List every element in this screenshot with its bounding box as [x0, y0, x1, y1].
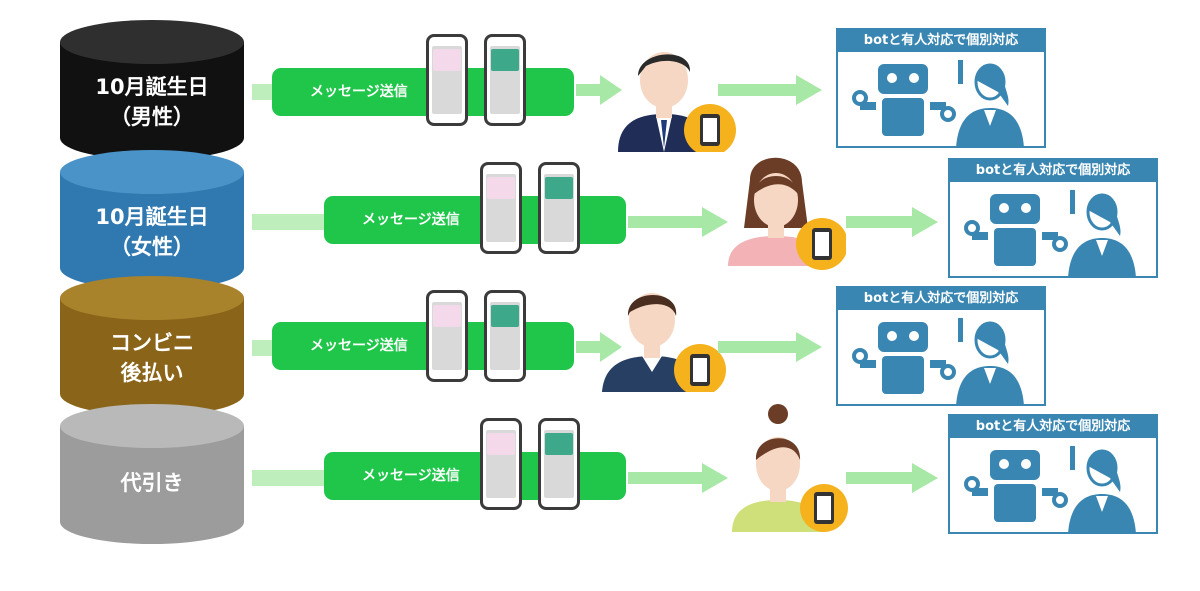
support-panel-title: botと有人対応で個別対応 — [838, 288, 1044, 310]
support-panel-title: botと有人対応で個別対応 — [838, 30, 1044, 52]
person-icon — [732, 404, 848, 532]
person-icon — [618, 52, 736, 152]
send-message-bar: メッセージ送信 — [272, 322, 574, 370]
arrow-icon — [718, 332, 822, 362]
person-icon — [728, 157, 846, 270]
arrow-icon — [846, 463, 938, 493]
arrow-icon — [628, 207, 728, 237]
flow-bar — [252, 470, 336, 486]
segment-label: 10月誕生日 （男性） — [95, 75, 209, 129]
support-panel: botと有人対応で個別対応 — [948, 414, 1158, 534]
arrow-icon — [576, 75, 622, 105]
phone-icon — [480, 418, 522, 510]
segment-row-3: コンビニ 後払い メッセージ送信 botと有人対応で個別対応 — [0, 276, 1200, 416]
send-message-label: メッセージ送信 — [310, 338, 408, 354]
segment-row-1: 10月誕生日 （男性） メッセージ送信 botと有人対応で個別対応 — [0, 20, 1200, 160]
segment-cylinder-1: 10月誕生日 （男性） — [60, 20, 244, 160]
send-message-bar: メッセージ送信 — [324, 452, 626, 500]
cylinder-shape — [60, 404, 244, 544]
segment-label: 10月誕生日 （女性） — [95, 205, 209, 259]
send-message-bar: メッセージ送信 — [324, 196, 626, 244]
segment-cylinder-2: 10月誕生日 （女性） — [60, 150, 244, 290]
operator-icon — [1068, 446, 1136, 534]
support-panel: botと有人対応で個別対応 — [948, 158, 1158, 278]
arrow-icon — [846, 207, 938, 237]
segment-row-2: 10月誕生日 （女性） メッセージ送信 botと有人対応で個別対応 — [0, 150, 1200, 290]
support-panel-title: botと有人対応で個別対応 — [950, 416, 1156, 438]
phone-icon — [480, 162, 522, 254]
person-icon — [602, 293, 726, 392]
phone-icon — [538, 418, 580, 510]
arrow-icon — [718, 75, 822, 105]
arrow-icon — [576, 332, 622, 362]
phone-icon — [426, 34, 468, 126]
segment-row-4: 代引き メッセージ送信 botと有人対応で個別対応 — [0, 404, 1200, 544]
phone-icon — [426, 290, 468, 382]
robot-icon — [964, 450, 1068, 522]
robot-operator-illustration — [964, 190, 1136, 278]
support-panel: botと有人対応で個別対応 — [836, 286, 1046, 406]
robot-operator-illustration — [852, 60, 1024, 148]
flow-bar — [252, 214, 336, 230]
segment-label: コンビニ 後払い — [110, 331, 194, 385]
send-message-bar: メッセージ送信 — [272, 68, 574, 116]
operator-icon — [956, 60, 1024, 148]
operator-icon — [1068, 190, 1136, 278]
segment-cylinder-3: コンビニ 後払い — [60, 276, 244, 416]
cylinder-shape — [60, 20, 244, 160]
send-message-label: メッセージ送信 — [362, 468, 460, 484]
cylinder-shape — [60, 150, 244, 290]
support-panel-title: botと有人対応で個別対応 — [950, 160, 1156, 182]
robot-icon — [964, 194, 1068, 266]
arrow-icon — [628, 463, 728, 493]
cylinder-shape — [60, 276, 244, 416]
phone-icon — [484, 290, 526, 382]
phone-icon — [538, 162, 580, 254]
support-panel: botと有人対応で個別対応 — [836, 28, 1046, 148]
phone-icon — [484, 34, 526, 126]
robot-icon — [852, 322, 956, 394]
send-message-label: メッセージ送信 — [362, 212, 460, 228]
robot-operator-illustration — [964, 446, 1136, 534]
send-message-label: メッセージ送信 — [310, 84, 408, 100]
robot-operator-illustration — [852, 318, 1024, 406]
segment-cylinder-4: 代引き — [60, 404, 244, 544]
segment-label: 代引き — [120, 471, 184, 495]
robot-icon — [852, 64, 956, 136]
operator-icon — [956, 318, 1024, 406]
